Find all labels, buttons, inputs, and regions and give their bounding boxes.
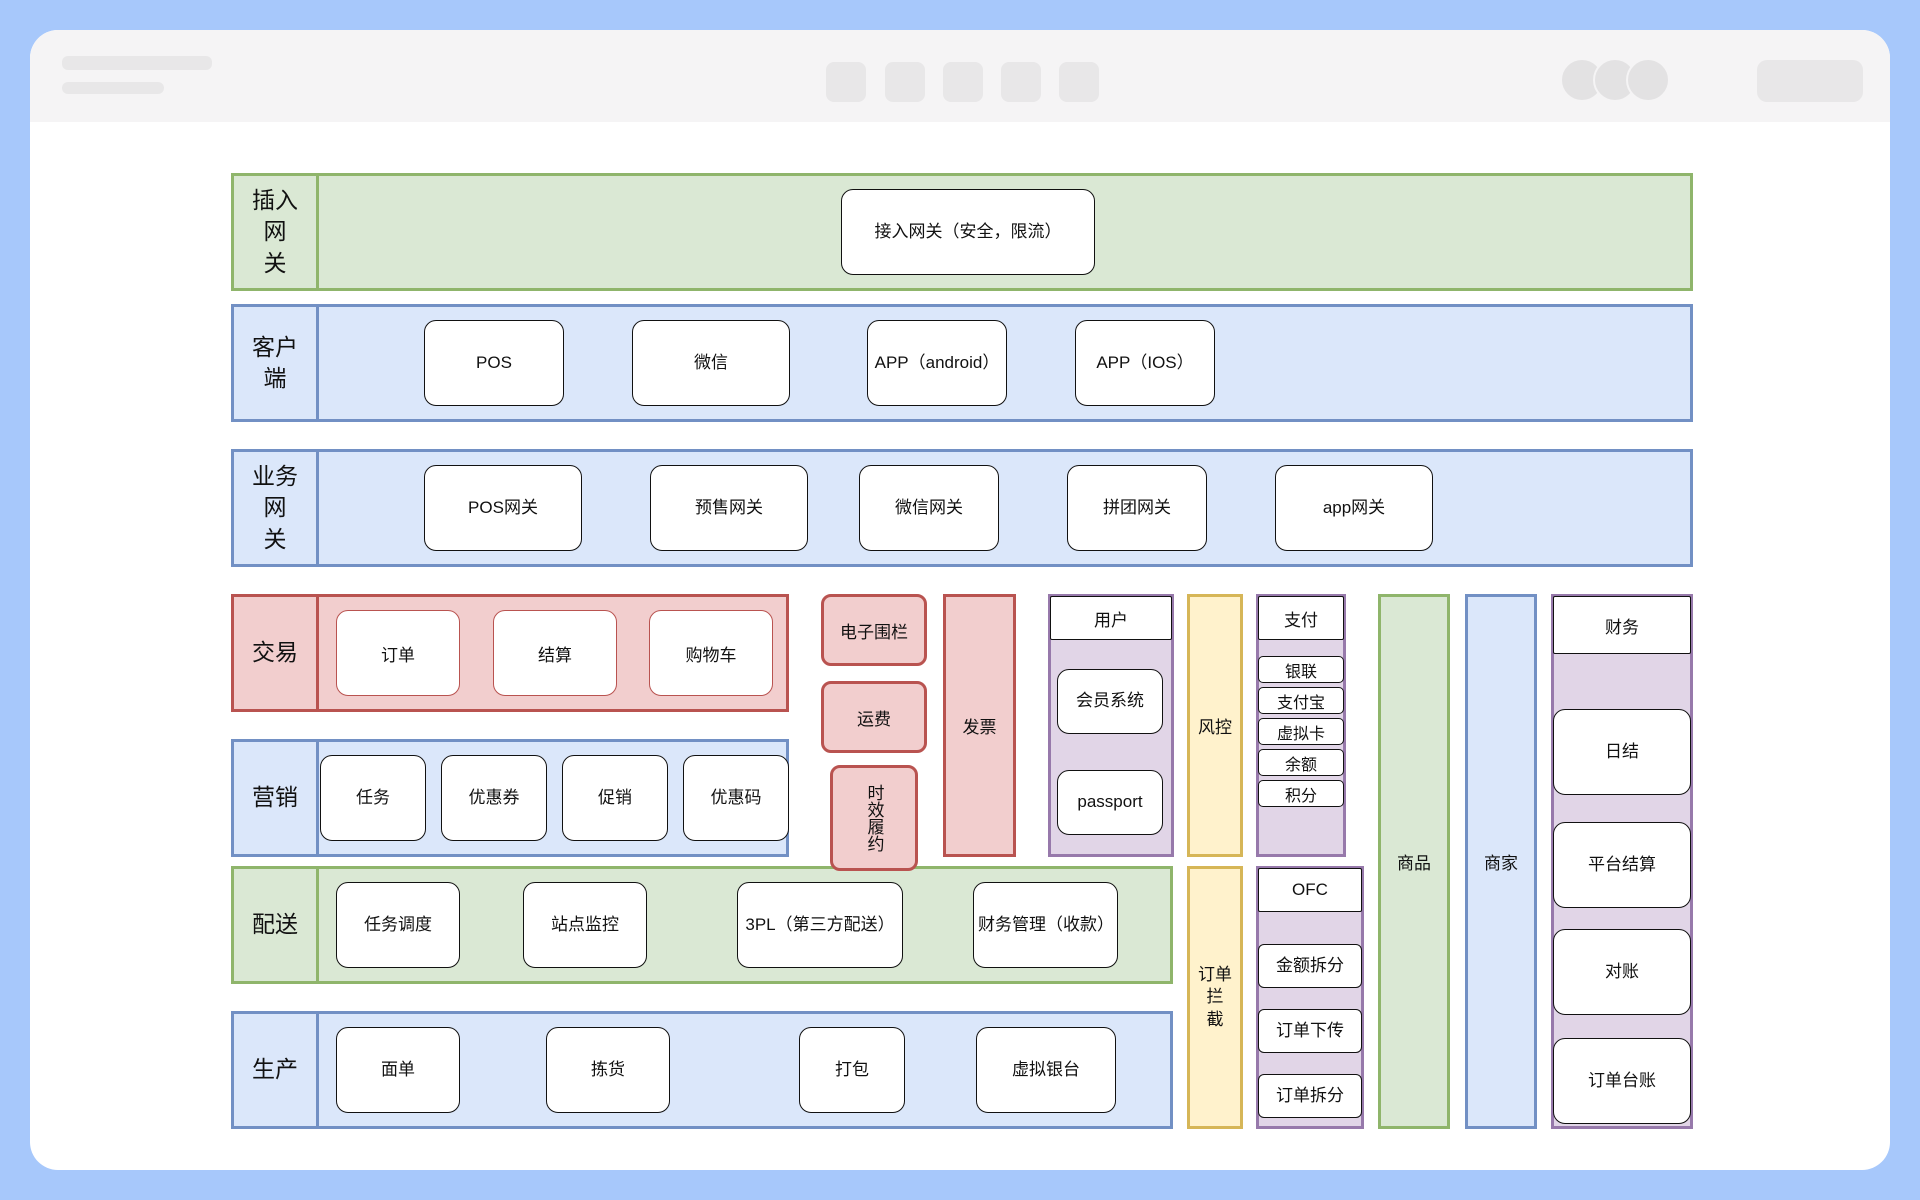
trade-cart-box[interactable]: 购物车: [649, 610, 773, 696]
top-bar: [30, 30, 1890, 122]
marketing-coupon-box[interactable]: 优惠券: [441, 755, 547, 841]
points-chip[interactable]: 积分: [1258, 780, 1344, 807]
waybill-box[interactable]: 面单: [336, 1027, 460, 1113]
window-frame: 插入 网 关 接入网关（安全，限流） 客户 端 POS 微信 APP（andro…: [30, 30, 1890, 1170]
finance-collection-box[interactable]: 财务管理（收款）: [973, 882, 1118, 968]
third-party-delivery-box[interactable]: 3PL（第三方配送）: [737, 882, 903, 968]
wechat-gateway-box[interactable]: 微信网关: [859, 465, 999, 551]
trade-label: 交易: [231, 594, 319, 712]
packing-box[interactable]: 打包: [799, 1027, 905, 1113]
unionpay-chip[interactable]: 银联: [1258, 656, 1344, 683]
reconciliation-box[interactable]: 对账: [1553, 929, 1691, 1015]
group-buy-gateway-box[interactable]: 拼团网关: [1067, 465, 1207, 551]
access-gateway-box[interactable]: 接入网关（安全，限流）: [841, 189, 1095, 275]
client-ios-box[interactable]: APP（IOS）: [1075, 320, 1215, 406]
client-wechat-box[interactable]: 微信: [632, 320, 790, 406]
e-fence-box[interactable]: 电子围栏: [821, 594, 927, 666]
marketing-label: 营销: [231, 739, 319, 857]
alipay-chip[interactable]: 支付宝: [1258, 687, 1344, 714]
amount-split-box[interactable]: 金额拆分: [1258, 944, 1362, 988]
dispatch-box[interactable]: 任务调度: [336, 882, 460, 968]
subtitle-placeholder: [62, 82, 164, 94]
business-gateway-label: 业务 网 关: [231, 449, 319, 567]
balance-chip[interactable]: 余额: [1258, 749, 1344, 776]
action-button[interactable]: [1757, 60, 1863, 102]
finance-title: 财务: [1553, 596, 1691, 654]
risk-control-column[interactable]: 风控: [1187, 594, 1243, 857]
marketing-task-box[interactable]: 任务: [320, 755, 426, 841]
merchant-column[interactable]: 商家: [1465, 594, 1537, 1129]
goods-column[interactable]: 商品: [1378, 594, 1450, 1129]
delivery-label: 配送: [231, 866, 319, 984]
gateway-label: 插入 网 关: [231, 173, 319, 291]
marketing-promotion-box[interactable]: 促销: [562, 755, 668, 841]
fulfillment-box[interactable]: 时效履约: [830, 765, 918, 871]
client-pos-box[interactable]: POS: [424, 320, 564, 406]
order-intercept-column[interactable]: 订单 拦 截: [1187, 866, 1243, 1129]
freight-box[interactable]: 运费: [821, 681, 927, 753]
station-monitor-box[interactable]: 站点监控: [523, 882, 647, 968]
platform-settlement-box[interactable]: 平台结算: [1553, 822, 1691, 908]
toolbar-button[interactable]: [1001, 62, 1041, 102]
toolbar-button[interactable]: [1059, 62, 1099, 102]
title-placeholder: [62, 56, 212, 70]
trade-order-box[interactable]: 订单: [336, 610, 460, 696]
virtual-card-chip[interactable]: 虚拟卡: [1258, 718, 1344, 745]
fulfillment-text: 时效履约: [864, 784, 884, 852]
trade-settlement-box[interactable]: 结算: [493, 610, 617, 696]
pos-gateway-box[interactable]: POS网关: [424, 465, 582, 551]
production-label: 生产: [231, 1011, 319, 1129]
marketing-promo-code-box[interactable]: 优惠码: [683, 755, 789, 841]
picking-box[interactable]: 拣货: [546, 1027, 670, 1113]
user-title: 用户: [1050, 596, 1172, 640]
avatar[interactable]: [1626, 58, 1670, 102]
daily-settlement-box[interactable]: 日结: [1553, 709, 1691, 795]
virtual-cashier-box[interactable]: 虚拟银台: [976, 1027, 1116, 1113]
passport-box[interactable]: passport: [1057, 770, 1163, 835]
toolbar-button[interactable]: [943, 62, 983, 102]
app-gateway-box[interactable]: app网关: [1275, 465, 1433, 551]
invoice-column[interactable]: 发票: [943, 594, 1016, 857]
ofc-title: OFC: [1258, 868, 1362, 912]
client-label: 客户 端: [231, 304, 319, 422]
client-android-box[interactable]: APP（android）: [867, 320, 1007, 406]
order-ledger-box[interactable]: 订单台账: [1553, 1038, 1691, 1124]
toolbar-button[interactable]: [826, 62, 866, 102]
presale-gateway-box[interactable]: 预售网关: [650, 465, 808, 551]
payment-title: 支付: [1258, 596, 1344, 640]
toolbar-button[interactable]: [885, 62, 925, 102]
order-split-box[interactable]: 订单拆分: [1258, 1074, 1362, 1118]
member-system-box[interactable]: 会员系统: [1057, 669, 1163, 734]
diagram-canvas: 插入 网 关 接入网关（安全，限流） 客户 端 POS 微信 APP（andro…: [30, 30, 1890, 1170]
order-dispatch-box[interactable]: 订单下传: [1258, 1009, 1362, 1053]
